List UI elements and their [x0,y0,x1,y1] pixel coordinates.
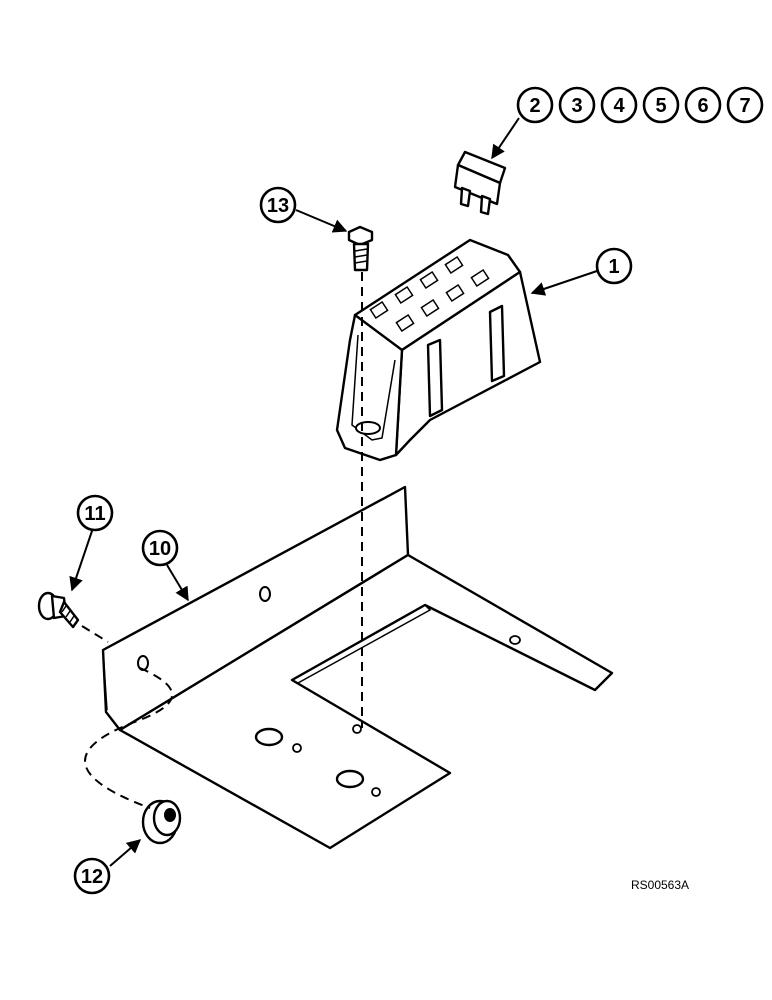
callout-5-label: 5 [655,95,666,117]
callout-2: 2 [516,86,554,124]
callout-10: 10 [141,529,179,567]
callout-11: 11 [76,494,114,532]
callout-1: 1 [595,247,633,285]
callout-7-label: 7 [739,95,750,117]
mounting-bracket [101,485,614,850]
blade-fuse [453,150,507,216]
callout-11-label: 11 [84,503,105,525]
callout-6: 6 [684,86,722,124]
callout-5: 5 [642,86,680,124]
fuse-holder [335,238,542,462]
hex-bolt [347,225,374,272]
callout-10-label: 10 [149,538,171,560]
figure-reference-code: RS00563A [631,878,689,892]
callout-7: 7 [726,86,764,124]
callout-13: 13 [259,186,297,224]
callout-6-label: 6 [697,95,708,117]
assembly-lines [81,272,363,809]
callout-2-label: 2 [529,95,540,117]
flange-screw [37,591,80,629]
callout-12-label: 12 [81,866,103,888]
callout-13-label: 13 [267,195,289,217]
callout-3-label: 3 [571,95,582,117]
leader-lines [69,117,598,867]
callout-1-label: 1 [608,256,619,278]
flange-nut [141,799,182,845]
callout-4: 4 [600,86,638,124]
callout-4-label: 4 [613,95,625,117]
callout-12: 12 [73,857,111,895]
callout-3: 3 [558,86,596,124]
